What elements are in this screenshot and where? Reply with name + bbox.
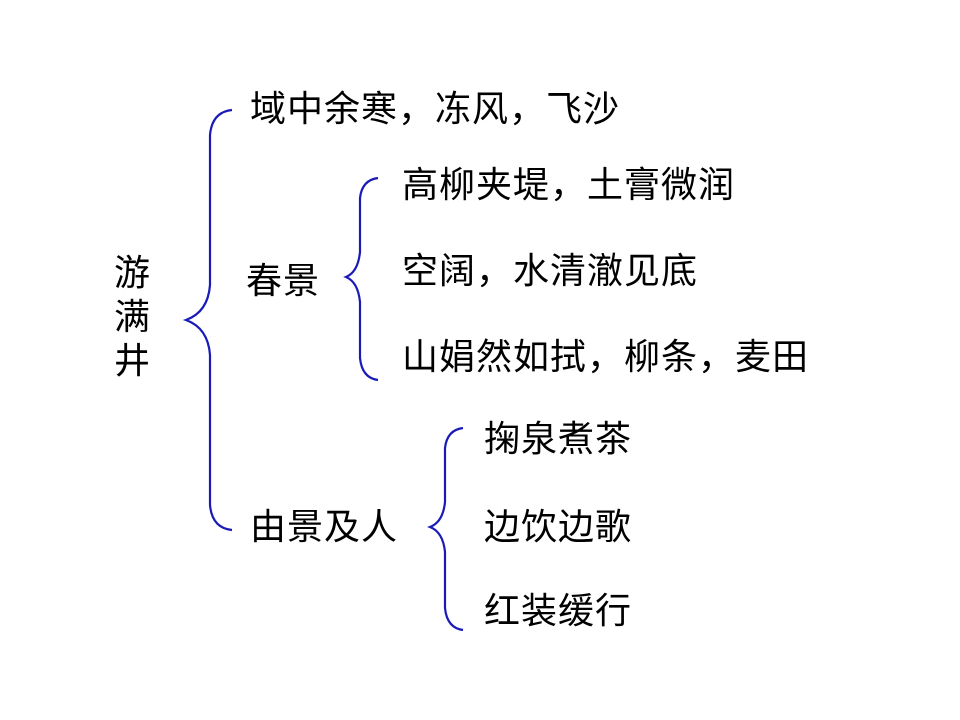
root-char: 游 (113, 253, 150, 294)
root-char: 井 (113, 341, 150, 382)
people-brace (426, 426, 464, 632)
root-label: 游 满 井 (112, 252, 152, 384)
branch-item: 高柳夹堤，土膏微润 (402, 165, 736, 206)
branch-item: 掬泉煮茶 (484, 419, 633, 460)
branch-item: 山娟然如拭，柳条，麦田 (402, 337, 810, 378)
branch-item: 红装缓行 (484, 591, 633, 632)
root-char: 满 (113, 297, 150, 338)
branch-item: 域中余寒，冻风，飞沙 (250, 89, 621, 130)
branch-label-people: 由景及人 (250, 507, 399, 548)
branch-item: 空阔，水清澈见底 (402, 251, 699, 292)
main-brace (182, 108, 233, 532)
branch-label-spring: 春景 (246, 261, 321, 302)
spring-brace (343, 176, 379, 382)
branch-item: 边饮边歌 (484, 507, 633, 548)
